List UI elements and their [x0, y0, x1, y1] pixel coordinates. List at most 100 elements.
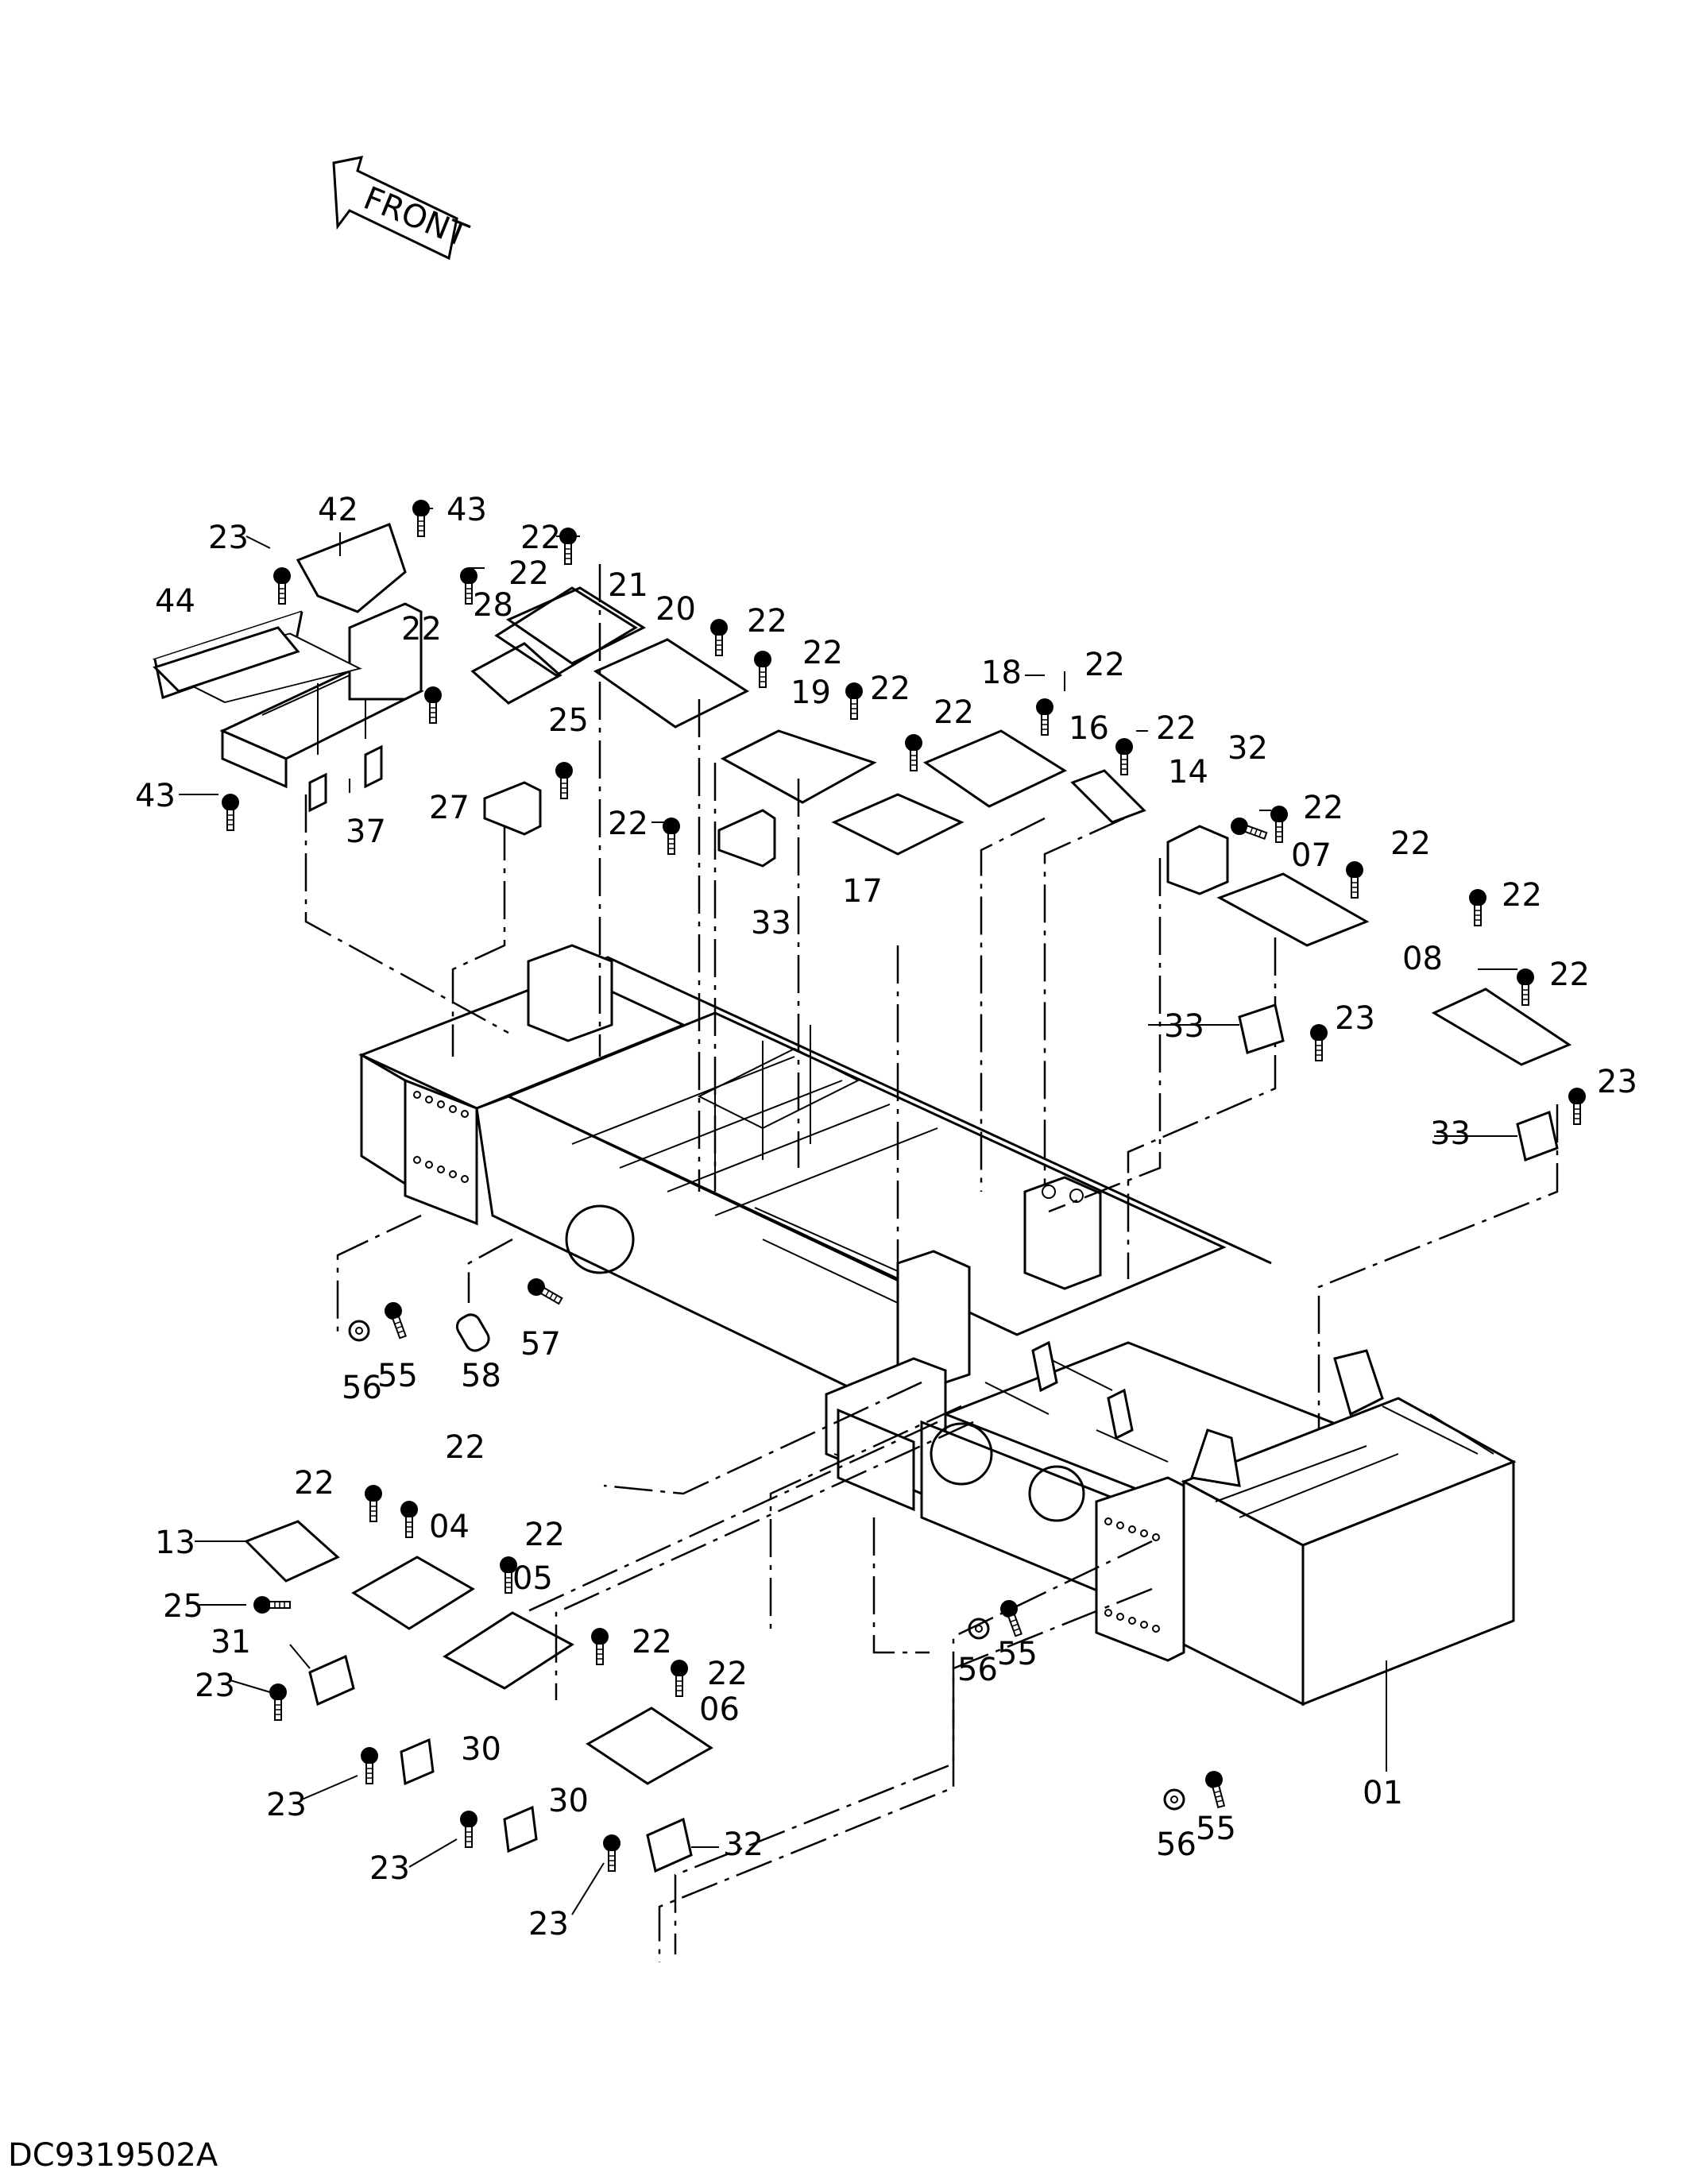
- part-label-06: 06: [699, 1691, 740, 1728]
- part-label-22: 22: [632, 1624, 672, 1660]
- drawing-code: DC9319502A: [8, 2137, 218, 2174]
- part-label-44: 44: [155, 583, 195, 620]
- part-label-20: 20: [655, 591, 696, 628]
- part-label-04: 04: [429, 1509, 470, 1545]
- main-frame-assembly: [358, 944, 1517, 1707]
- part-label-07: 07: [1291, 837, 1332, 874]
- part-label-56: 56: [1156, 1826, 1196, 1863]
- part-label-25: 25: [548, 702, 589, 739]
- grating-19: [720, 729, 877, 804]
- part-label-43: 43: [447, 492, 487, 528]
- part-label-17: 17: [842, 873, 883, 910]
- part-label-43: 23: [208, 520, 249, 556]
- bracket-37: [717, 809, 776, 868]
- part-label-19: 19: [791, 675, 831, 711]
- grating-08: [1431, 988, 1572, 1066]
- grating-20: [593, 638, 750, 729]
- part-label-22: 22: [520, 520, 561, 556]
- bracket-31: [308, 1654, 355, 1707]
- part-label-56: 56: [342, 1370, 382, 1406]
- bracket-27: [483, 781, 542, 836]
- part-label-23: 23: [195, 1668, 235, 1704]
- part-label-33: 33: [1430, 1115, 1471, 1152]
- part-label-55: 55: [997, 1636, 1038, 1672]
- label-leaders: [179, 508, 1517, 1915]
- part-label-22: 22: [1549, 957, 1590, 993]
- grating-21: [505, 586, 647, 665]
- part-label-33: 33: [1164, 1008, 1204, 1045]
- step-plates: [244, 586, 1572, 1785]
- part-label-25: 25: [163, 1588, 203, 1625]
- part-label-55: 55: [1196, 1811, 1236, 1847]
- part-label-55: 55: [377, 1358, 418, 1394]
- part-label-22: 22: [934, 694, 974, 731]
- part-label-56: 56: [957, 1652, 998, 1688]
- part-label-32: 32: [723, 1826, 764, 1863]
- cover-plate-44-shape: [153, 626, 300, 693]
- part-label-16: 16: [1069, 710, 1109, 747]
- part-label-42: 42: [318, 492, 358, 528]
- grating-18: [922, 729, 1068, 808]
- part-label-22: 22: [802, 635, 843, 671]
- part-label-18: 18: [981, 655, 1022, 691]
- part-label-30: 30: [461, 1731, 501, 1768]
- part-label-58: 58: [461, 1358, 501, 1394]
- grating-13: [244, 1520, 340, 1583]
- part-label-37: 33: [751, 905, 791, 941]
- grating-04: [351, 1556, 475, 1630]
- part-label-22: 22: [747, 603, 787, 640]
- part-label-22: 22: [608, 806, 648, 842]
- cover-plate-42: [296, 523, 407, 613]
- brackets: [308, 781, 1559, 1873]
- part-label-31: 31: [211, 1624, 251, 1660]
- part-label-23: 23: [266, 1787, 307, 1823]
- bracket-32: [646, 1817, 693, 1873]
- part-label-35: 32: [1227, 730, 1268, 767]
- part-label-22: 22: [524, 1517, 565, 1553]
- part-label-21: 21: [608, 567, 648, 604]
- bracket-33a: [1238, 1003, 1285, 1054]
- grating-28: [470, 642, 562, 705]
- part-label-57: 57: [520, 1326, 561, 1363]
- part-label-22: 22: [1156, 710, 1196, 747]
- bracket-30b: [503, 1805, 538, 1854]
- part-label-23: 23: [528, 1906, 569, 1942]
- part-label-08: 08: [1402, 941, 1443, 977]
- bracket-14: [1166, 825, 1229, 895]
- part-label-13: 13: [155, 1525, 195, 1561]
- grating-06: [586, 1707, 713, 1785]
- grating-16: [1070, 769, 1146, 824]
- part-label-39: 37: [346, 814, 386, 850]
- part-label-22: 22: [401, 611, 442, 647]
- part-label-27: 27: [429, 790, 470, 826]
- part-label-22: 22: [1303, 790, 1343, 826]
- part-label-23: 23: [1335, 1000, 1375, 1037]
- part-label-22: 22: [445, 1429, 485, 1466]
- front-arrow: FRONT: [332, 156, 474, 261]
- bolt-hole-row: [413, 1091, 469, 1183]
- bolt-hole-row-right: [1104, 1517, 1160, 1633]
- part-number-labels: 23 42 43 44 43 37 22 22 28 22 21 20 22 2…: [135, 492, 1637, 1942]
- part-label-22: 22: [1502, 877, 1542, 914]
- grating-07: [1216, 872, 1370, 947]
- part-label-23: 23: [1597, 1064, 1637, 1100]
- hardware-55-56-57-58: [348, 814, 1270, 1811]
- bracket-30a: [400, 1738, 435, 1786]
- part-label-30: 30: [548, 1783, 589, 1819]
- part-label-28: 28: [473, 587, 513, 624]
- part-label-23: 23: [369, 1850, 410, 1887]
- part-label-22: 22: [508, 555, 549, 592]
- part-label-01: 01: [1363, 1775, 1403, 1811]
- grating-17: [831, 793, 965, 856]
- part-label-22: 22: [707, 1656, 748, 1692]
- part-label-22: 22: [870, 671, 910, 707]
- part-label-22: 22: [1390, 825, 1431, 862]
- part-label-43: 43: [135, 778, 176, 814]
- part-label-05: 05: [512, 1560, 553, 1597]
- grating-05: [443, 1611, 574, 1690]
- bracket-33b: [1516, 1110, 1559, 1162]
- part-label-14: 14: [1168, 754, 1208, 790]
- part-label-22: 22: [1084, 647, 1125, 683]
- part-label-22: 22: [294, 1465, 334, 1502]
